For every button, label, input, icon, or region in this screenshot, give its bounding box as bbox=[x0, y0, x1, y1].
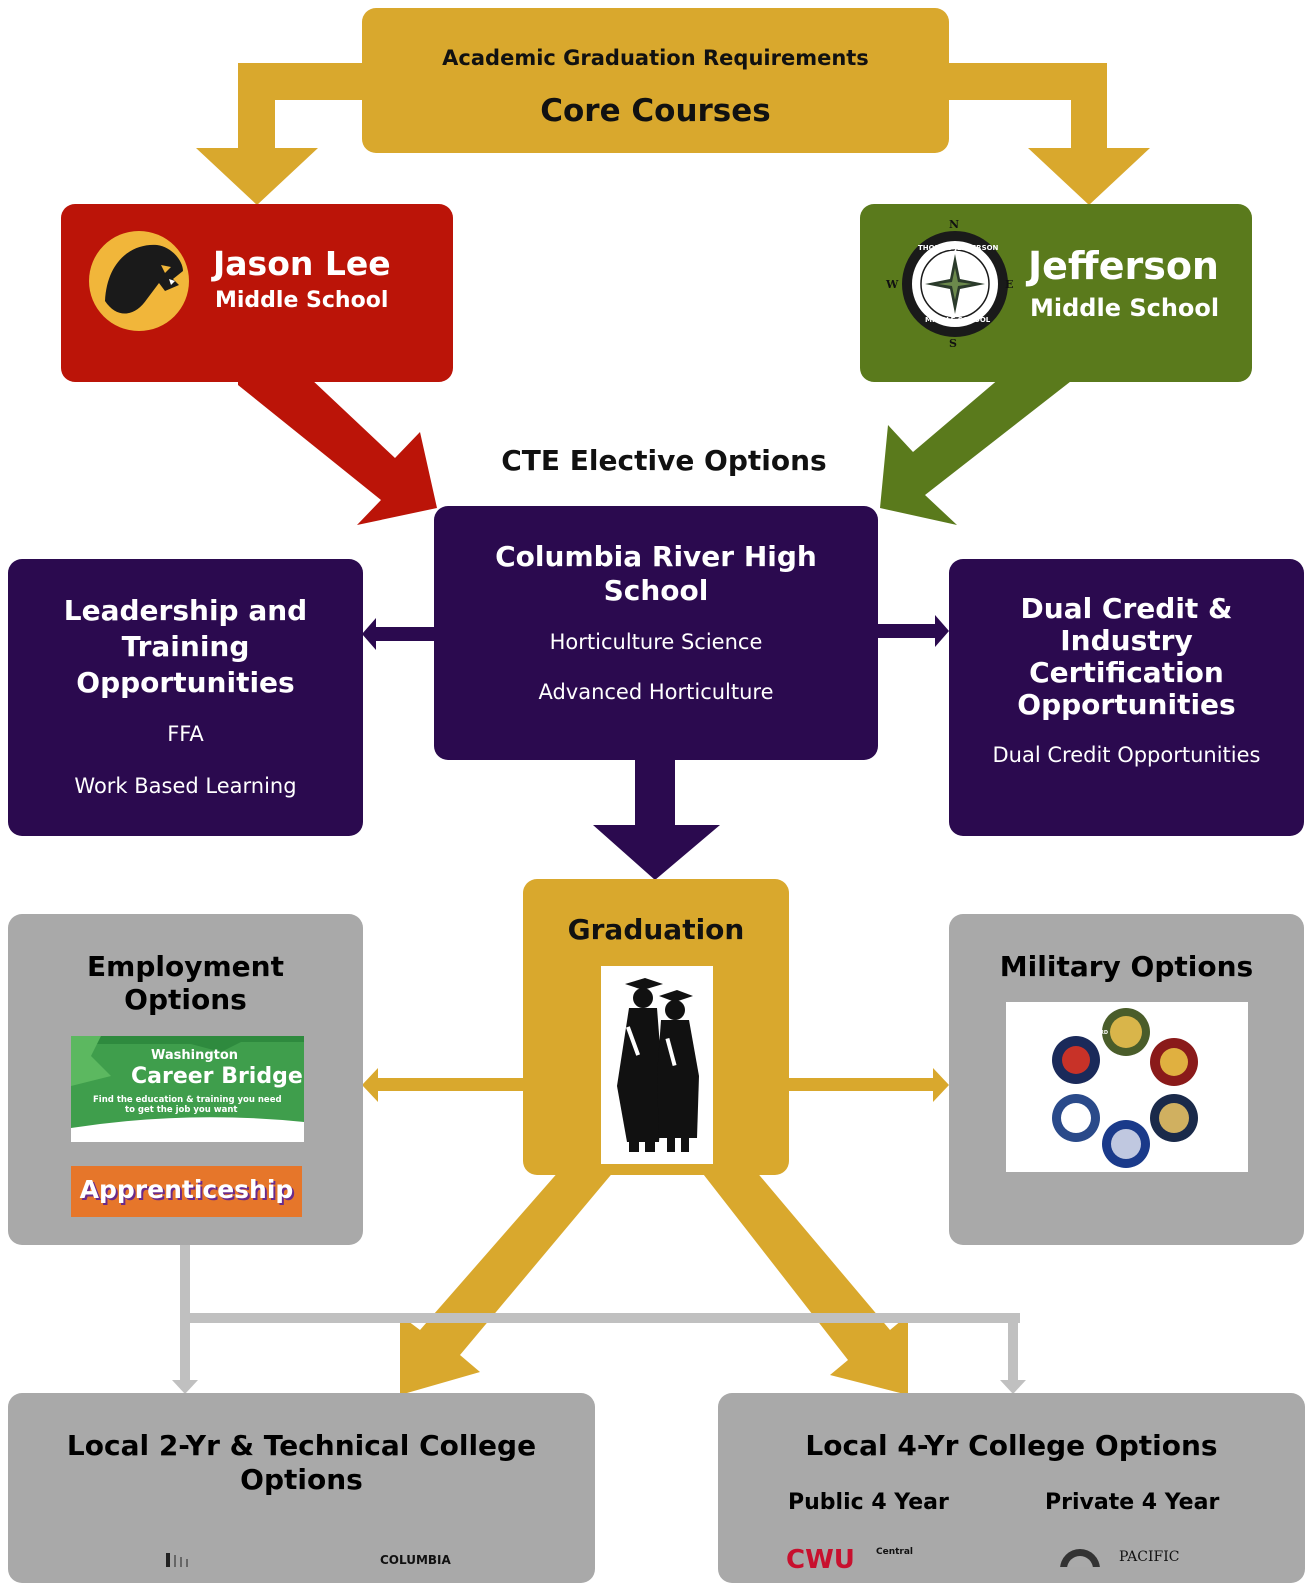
compass-s: S bbox=[949, 337, 957, 350]
career-bridge-line2: Career Bridge bbox=[131, 1064, 303, 1089]
dual-credit-box: Dual Credit & Industry Certification Opp… bbox=[949, 559, 1304, 836]
pacific-logo[interactable]: PACIFIC bbox=[1055, 1547, 1195, 1567]
cwu-logo-text: CWU bbox=[786, 1545, 855, 1575]
leadership-item-ffa: FFA bbox=[167, 722, 204, 746]
arrow-grad-to-employment-head bbox=[362, 1068, 378, 1102]
arrow-grad-to-employment-shaft bbox=[372, 1078, 524, 1091]
jefferson-box: N E S W THOMAS JEFFERSON MIDDLE SCHOOL J… bbox=[860, 204, 1252, 382]
core-title: Core Courses bbox=[540, 93, 771, 129]
military-seals-image[interactable]: NATIONAL GUARD bbox=[1006, 1002, 1248, 1172]
graduation-box: Graduation bbox=[523, 879, 789, 1175]
pacific-seal-icon bbox=[1060, 1549, 1100, 1567]
apprenticeship-text: Apprenticeship bbox=[79, 1175, 294, 1204]
arrow-crhs-to-dual-head bbox=[935, 615, 949, 647]
columbia-basin-logo-text: COLUMBIA bbox=[380, 1553, 451, 1567]
cwu-logo[interactable]: CWU Central bbox=[786, 1545, 916, 1575]
military-title: Military Options bbox=[999, 950, 1254, 983]
cwu-logo-small: Central bbox=[876, 1547, 914, 1557]
crhs-title: Columbia River High School bbox=[495, 540, 817, 607]
leadership-title: Leadership and Training Opportunities bbox=[63, 594, 308, 699]
private-4yr-label: Private 4 Year bbox=[1045, 1490, 1220, 1515]
military-box: Military Options NATIONAL GUARD bbox=[949, 914, 1304, 1245]
compass-e: E bbox=[1005, 278, 1014, 291]
crhs-box: Columbia River High School Horticulture … bbox=[434, 506, 878, 760]
core-courses-box: Academic Graduation Requirements Core Co… bbox=[362, 8, 949, 153]
arrow-grad-to-4yr bbox=[700, 1170, 908, 1395]
core-subtitle: Academic Graduation Requirements bbox=[442, 46, 869, 70]
cte-elective-label: CTE Elective Options bbox=[501, 444, 827, 477]
two-year-college-box: Local 2-Yr & Technical College Options C… bbox=[8, 1393, 595, 1583]
jefferson-sub: Middle School bbox=[1030, 294, 1220, 322]
jason-lee-sub: Middle School bbox=[215, 288, 389, 313]
arrow-jefferson-to-crhs bbox=[880, 378, 1075, 525]
career-bridge-line1: Washington bbox=[151, 1048, 239, 1063]
leadership-box: Leadership and Training Opportunities FF… bbox=[8, 559, 363, 836]
panther-logo-icon bbox=[89, 231, 189, 331]
arrow-crhs-to-graduation bbox=[593, 758, 720, 880]
four-year-college-box: Local 4-Yr College Options Public 4 Year… bbox=[718, 1393, 1305, 1583]
jefferson-name: Jefferson bbox=[1028, 244, 1219, 288]
compass-n: N bbox=[949, 218, 960, 231]
dual-credit-title: Dual Credit & Industry Certification Opp… bbox=[1017, 592, 1236, 721]
employment-to-colleges-connector bbox=[172, 1243, 1026, 1394]
two-year-title: Local 2-Yr & Technical College Options bbox=[66, 1429, 537, 1496]
washington-state-map-icon bbox=[71, 1036, 304, 1142]
employment-box: Employment Options Washington Career Bri… bbox=[8, 914, 363, 1245]
national-guard-label: NATIONAL GUARD bbox=[1058, 1030, 1109, 1036]
graduation-title: Graduation bbox=[567, 913, 745, 946]
four-year-title: Local 4-Yr College Options bbox=[805, 1429, 1218, 1462]
arrow-core-to-jasonlee bbox=[196, 63, 365, 205]
arrow-grad-to-military-shaft bbox=[788, 1078, 938, 1091]
public-4yr-label: Public 4 Year bbox=[788, 1490, 949, 1515]
seal-text-top: THOMAS JEFFERSON bbox=[918, 244, 999, 252]
apprenticeship-logo[interactable]: Apprenticeship bbox=[71, 1166, 302, 1217]
compass-w: W bbox=[886, 278, 899, 291]
jason-lee-box: Jason Lee Middle School bbox=[61, 204, 453, 382]
compass-seal-icon bbox=[902, 231, 1008, 337]
arrow-jasonlee-to-crhs bbox=[238, 378, 437, 525]
career-bridge-line4: to get the job you want bbox=[125, 1105, 238, 1115]
career-bridge-logo[interactable]: Washington Career Bridge Find the educat… bbox=[71, 1036, 304, 1142]
jason-lee-name: Jason Lee bbox=[213, 244, 391, 283]
dual-credit-item: Dual Credit Opportunities bbox=[992, 743, 1261, 767]
college-logo-left-icon bbox=[166, 1553, 188, 1567]
military-branch-seals-icon bbox=[1052, 1008, 1198, 1168]
graduates-icon bbox=[601, 966, 713, 1164]
crhs-item-1: Horticulture Science bbox=[549, 630, 763, 654]
arrow-crhs-to-leadership-shaft bbox=[370, 627, 436, 641]
arrow-crhs-to-leadership-head bbox=[362, 618, 376, 650]
career-bridge-line3: Find the education & training you need bbox=[93, 1095, 282, 1105]
seal-text-bottom: MIDDLE SCHOOL bbox=[925, 316, 991, 324]
arrow-crhs-to-dual-shaft bbox=[876, 624, 938, 638]
crhs-item-2: Advanced Horticulture bbox=[538, 680, 774, 704]
employment-title: Employment Options bbox=[87, 950, 284, 1016]
pacific-logo-text: PACIFIC bbox=[1119, 1549, 1180, 1565]
arrow-grad-to-2yr bbox=[400, 1170, 615, 1395]
leadership-item-wbl: Work Based Learning bbox=[74, 774, 297, 798]
arrow-grad-to-military-head bbox=[933, 1068, 949, 1102]
arrow-core-to-jefferson bbox=[945, 63, 1150, 205]
